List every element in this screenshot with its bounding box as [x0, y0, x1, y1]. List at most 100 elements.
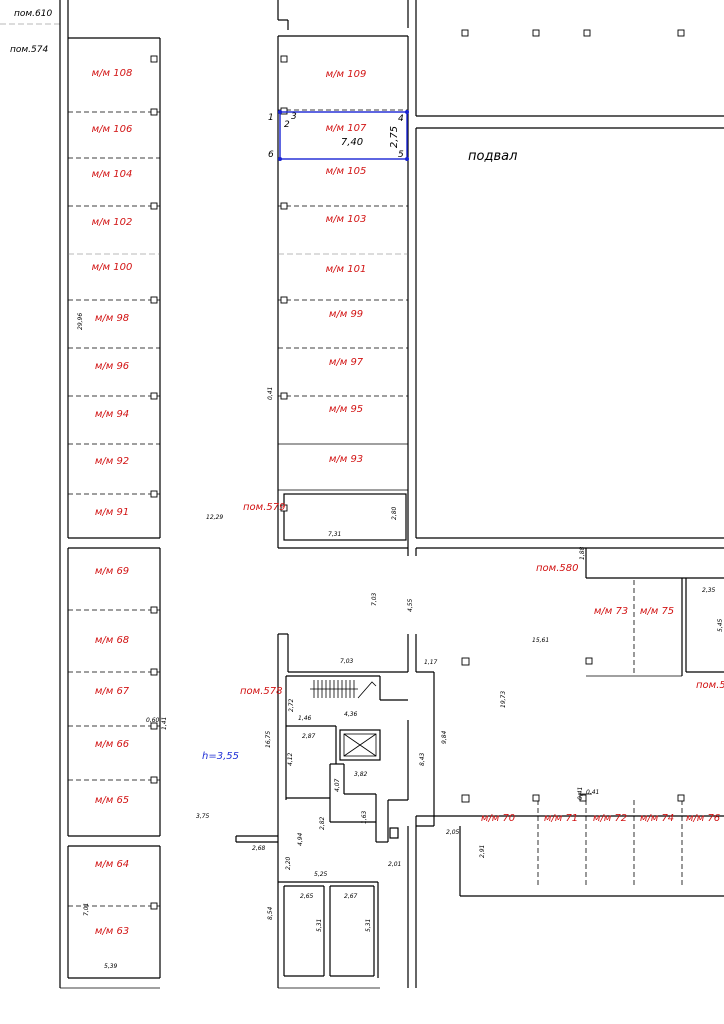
space-label: м/м 97: [329, 357, 364, 368]
space-label: м/м 92: [95, 456, 129, 467]
svg-text:4,12: 4,12: [287, 752, 294, 766]
space-label: м/м 93: [329, 454, 363, 465]
space-label: м/м 70: [481, 813, 515, 824]
svg-text:5,31: 5,31: [316, 919, 323, 932]
svg-text:16,75: 16,75: [265, 731, 272, 748]
dimension: 12,29: [206, 514, 223, 521]
svg-text:1,63: 1,63: [361, 810, 368, 824]
point-marker: 2: [284, 120, 290, 130]
space-label: м/м 103: [326, 214, 367, 225]
svg-text:2,82: 2,82: [319, 816, 326, 830]
space-label: м/м 107: [326, 123, 367, 134]
space-label: м/м 65: [95, 795, 129, 806]
svg-text:5,25: 5,25: [314, 871, 328, 878]
svg-text:5,31: 5,31: [365, 919, 372, 932]
svg-text:8,43: 8,43: [419, 752, 426, 766]
point-marker: 6: [268, 150, 274, 160]
svg-text:2,20: 2,20: [285, 856, 292, 870]
point-marker: 3: [291, 112, 297, 122]
dimension: 0,41: [586, 789, 599, 796]
right-bottom-dividers: [537, 793, 683, 886]
height-label: h=3,55: [202, 751, 239, 762]
space-length: 7,40: [341, 137, 363, 148]
space-label: м/м 95: [329, 404, 363, 415]
space-label: м/м 74: [640, 813, 674, 824]
svg-text:4,94: 4,94: [297, 832, 304, 846]
left-space-dividers: [68, 111, 160, 907]
svg-text:4,55: 4,55: [407, 598, 414, 612]
svg-text:1,17: 1,17: [424, 659, 438, 666]
space-label: м/м 94: [95, 409, 129, 420]
svg-text:2,65: 2,65: [300, 893, 314, 900]
dimension: 2,80: [391, 506, 398, 520]
room-label: пом.610: [14, 9, 52, 19]
svg-text:4,07: 4,07: [334, 778, 341, 792]
space-label: м/м 69: [95, 566, 129, 577]
svg-text:7,01: 7,01: [83, 903, 90, 916]
room-label: пом.58: [696, 680, 724, 691]
highlighted-space: 7,40 2,75 1 2 3 4 5 6: [268, 110, 409, 161]
space-label: м/м 66: [95, 739, 129, 750]
right-bottom-columns: [461, 794, 685, 803]
svg-text:2,72: 2,72: [288, 698, 295, 712]
svg-text:9,84: 9,84: [441, 730, 448, 744]
space-label: м/м 76: [686, 813, 720, 824]
svg-text:5,39: 5,39: [104, 963, 118, 970]
space-label: м/м 68: [95, 635, 129, 646]
room-label: пом.574: [10, 45, 48, 55]
space-label: м/м 63: [95, 926, 129, 937]
core-dimensions: 7,03 7,03 4,55 1,17 2,72 1,46 4,36 16,75…: [83, 592, 486, 970]
middle-space-dividers: [278, 109, 408, 445]
middle-walls: [277, 0, 724, 556]
left-walls: [0, 0, 161, 989]
dimension: 5,45: [717, 618, 724, 632]
dimension: 2,35: [702, 587, 716, 594]
dimension: 19,73: [500, 691, 507, 708]
space-label: м/м 91: [95, 507, 129, 518]
space-label: м/м 108: [92, 68, 133, 79]
svg-text:2,68: 2,68: [252, 845, 266, 852]
svg-text:3,82: 3,82: [354, 771, 368, 778]
stair-icon: [310, 680, 377, 699]
space-label: м/м 102: [92, 217, 133, 228]
space-label: м/м 101: [326, 264, 367, 275]
svg-text:1,41: 1,41: [161, 717, 168, 730]
svg-text:4,36: 4,36: [344, 711, 358, 718]
dimension: 29,96: [77, 313, 84, 330]
dimension: 0,41: [577, 787, 584, 800]
middle-space-labels: м/м 109 м/м 107 м/м 105 м/м 103 м/м 101 …: [326, 69, 367, 465]
right-bottom-labels: м/м 70 м/м 71 м/м 72 м/м 74 м/м 76: [481, 813, 720, 824]
left-columns: [150, 55, 158, 910]
svg-text:1,46: 1,46: [298, 715, 312, 722]
space-label: м/м 105: [326, 166, 367, 177]
svg-text:7,03: 7,03: [340, 658, 354, 665]
right-middle-columns: [461, 657, 593, 666]
space-label: м/м 98: [95, 313, 129, 324]
svg-text:2,01: 2,01: [388, 861, 401, 868]
space-label: м/м 99: [329, 309, 363, 320]
svg-text:2,67: 2,67: [344, 893, 358, 900]
space-label: м/м 71: [544, 813, 578, 824]
middle-columns: [280, 55, 288, 512]
dimension: 0,41: [267, 387, 274, 400]
space-label: м/м 96: [95, 361, 129, 372]
dimension: 1,88: [579, 546, 586, 560]
svg-text:8,54: 8,54: [267, 906, 274, 920]
space-label: м/м 75: [640, 606, 674, 617]
right-middle-walls: [585, 548, 724, 677]
svg-text:3,75: 3,75: [196, 813, 210, 820]
left-space-labels: м/м 108 м/м 106 м/м 104 м/м 102 м/м 100 …: [92, 68, 133, 937]
space-label: м/м 72: [593, 813, 627, 824]
space-label: м/м 106: [92, 124, 133, 135]
point-marker: 5: [398, 150, 404, 160]
room-label: пом.578: [240, 686, 282, 697]
svg-text:0,60: 0,60: [146, 717, 160, 724]
space-label: м/м 100: [92, 262, 133, 273]
elevator-icon: [339, 729, 381, 761]
space-label: м/м 109: [326, 69, 367, 80]
space-width: 2,75: [389, 126, 400, 148]
basement-columns: [461, 29, 685, 37]
svg-text:2,91: 2,91: [479, 845, 486, 858]
space-label: м/м 104: [92, 169, 133, 180]
